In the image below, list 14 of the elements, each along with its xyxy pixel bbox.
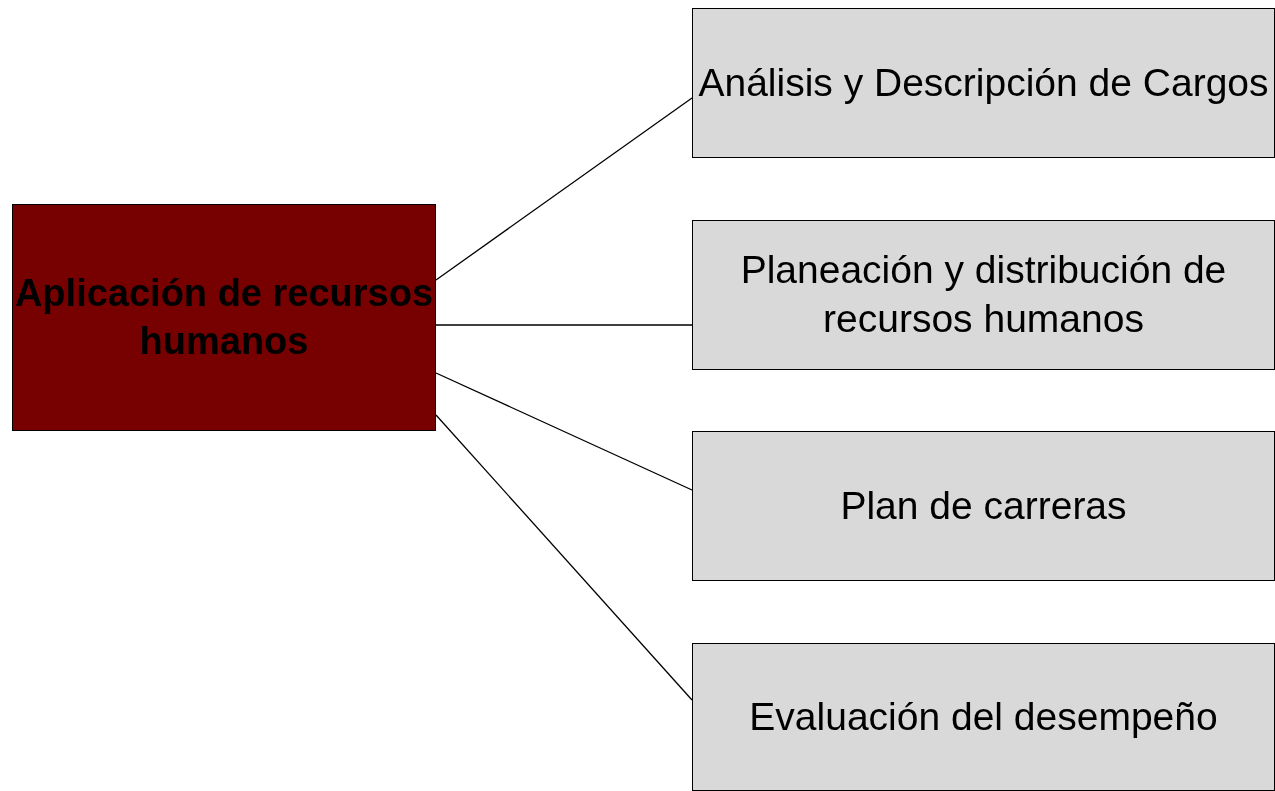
topic-label: Aplicación de recursos humanos — [13, 271, 435, 364]
connector-line — [435, 97, 693, 281]
connector-line — [435, 414, 693, 701]
connector-line — [435, 324, 693, 326]
category-box — [692, 220, 1275, 370]
category-label: Plan de carreras — [840, 482, 1127, 529]
connector-line — [435, 372, 693, 491]
category-label: Análisis y Descripción de Cargos — [698, 59, 1269, 106]
category-label: Planeación y distribución de recursos humanos — [739, 247, 1228, 342]
category-label: Evaluación del desempeño — [749, 693, 1218, 740]
category-box — [692, 643, 1275, 791]
category-box — [692, 8, 1275, 158]
category-box — [692, 431, 1275, 581]
topic-box — [12, 204, 436, 431]
